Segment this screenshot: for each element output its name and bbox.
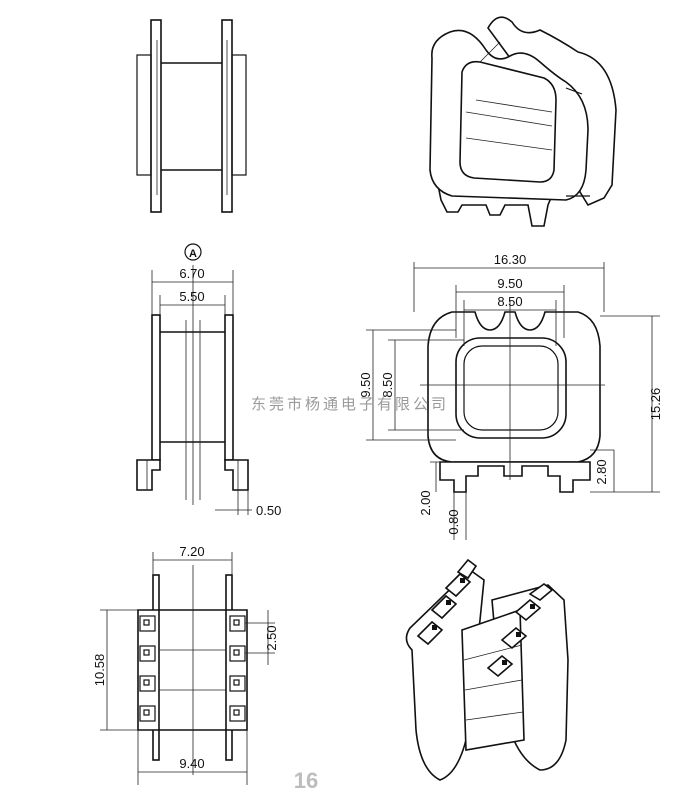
top-iso-view	[429, 16, 617, 227]
dim-front-flange-thickness: 0.50	[256, 503, 281, 518]
section-label: A	[189, 248, 197, 260]
dim-bottom-height: 10.58	[92, 654, 107, 687]
top-front-view	[136, 19, 247, 213]
dim-side-window-height-inner: 8.50	[380, 372, 395, 397]
dim-side-window-outer: 9.50	[497, 276, 522, 291]
dim-side-window-inner: 8.50	[497, 294, 522, 309]
dim-side-base-height: 2.80	[594, 459, 609, 484]
dim-pin-width: 0.80	[446, 509, 461, 534]
watermark-text: 东莞市杨通电子有限公司	[251, 396, 449, 413]
bottom-iso-view	[405, 558, 569, 781]
page-number: 16	[294, 768, 318, 793]
dim-side-window-height-outer: 9.50	[358, 372, 373, 397]
middle-front-view: A 6.70 5.50 0.50	[136, 243, 281, 518]
dim-front-outer-width: 6.70	[179, 266, 204, 281]
bottom-view: 7.20 2.50 10.58 9.40	[92, 544, 279, 785]
dim-front-inner-width: 5.50	[179, 289, 204, 304]
middle-side-view: 16.30 9.50 8.50 9.50 8.50 15.26 2.80	[358, 252, 663, 540]
dim-bottom-pad-pitch: 2.50	[264, 625, 279, 650]
dim-side-overall-height: 15.26	[648, 388, 663, 421]
dim-bottom-overall-width: 9.40	[179, 756, 204, 771]
dim-bottom-top-width: 7.20	[179, 544, 204, 559]
section-label-circle	[184, 243, 202, 261]
dim-side-overall-width: 16.30	[494, 252, 527, 267]
dim-pin-length: 2.00	[418, 490, 433, 515]
